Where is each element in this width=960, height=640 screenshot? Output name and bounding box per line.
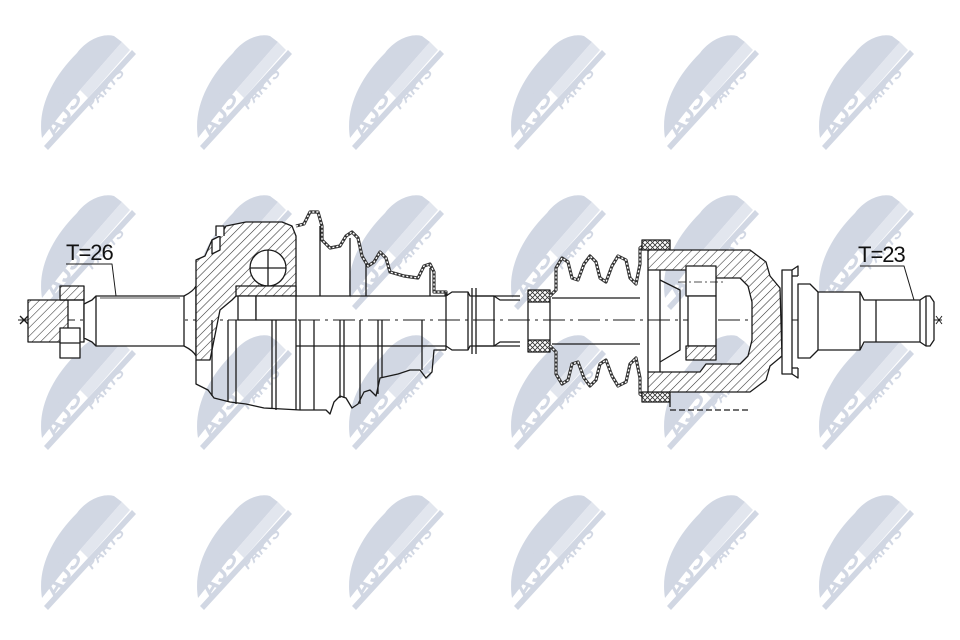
- right-spline-leader: [860, 265, 915, 301]
- left-spline-leader: [66, 263, 117, 297]
- right-spline-label: T=23: [858, 242, 906, 267]
- right-spline-shaft: [797, 283, 943, 359]
- intermediate-shaft: [296, 288, 520, 354]
- outer-cv-joint: [195, 221, 301, 411]
- left-spline-shaft: [83, 285, 197, 357]
- outer-boot: [295, 210, 448, 415]
- left-nut: [19, 285, 85, 359]
- inner-boot: [527, 239, 671, 403]
- inner-tripod-joint: [647, 249, 799, 411]
- left-spline-label: T=26: [66, 240, 114, 265]
